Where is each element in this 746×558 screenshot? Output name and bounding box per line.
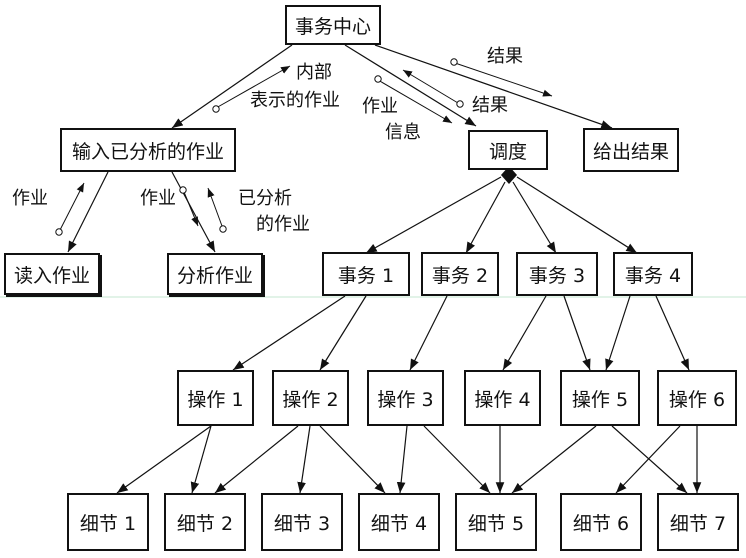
edge-txn2-op3 — [409, 295, 448, 371]
edge-op6-d6 — [615, 425, 681, 494]
node-transaction-3: 事务 3 — [516, 252, 598, 296]
node-output-result: 给出结果 — [583, 128, 679, 172]
label-analyzed-1: 已分析 — [238, 188, 292, 209]
label-job-info-1: 作业 — [362, 96, 398, 117]
node-detail-1: 细节 1 — [67, 493, 149, 551]
label-result-a: 结果 — [487, 46, 523, 67]
node-transaction-1: 事务 1 — [322, 252, 410, 296]
flow-internal-tail — [212, 105, 220, 113]
node-detail-2: 细节 2 — [164, 493, 246, 551]
edge-op2-d2 — [214, 425, 299, 494]
edge-center-input — [171, 44, 293, 129]
flow-result-b — [402, 69, 459, 104]
label-result-b: 结果 — [472, 95, 508, 116]
label-job-2: 作业 — [140, 188, 176, 209]
node-operation-1: 操作 1 — [177, 370, 254, 426]
node-analyze-job: 分析作业 — [167, 253, 263, 295]
node-detail-5: 细节 5 — [455, 493, 537, 551]
node-detail-7: 细节 7 — [657, 493, 739, 551]
node-operation-5: 操作 5 — [560, 370, 640, 426]
node-read-job: 读入作业 — [4, 253, 100, 295]
dispatch-diamond — [501, 166, 517, 184]
node-transaction-2: 事务 2 — [421, 252, 499, 296]
edge-input-analyze — [171, 171, 216, 253]
label-internal-1: 内部 — [296, 62, 332, 83]
label-job-info-2: 信息 — [385, 122, 421, 143]
node-transaction-4: 事务 4 — [613, 252, 693, 296]
label-analyzed-2: 的作业 — [256, 214, 310, 235]
node-operation-6: 操作 6 — [657, 370, 737, 426]
node-dispatch: 调度 — [468, 130, 548, 170]
edge-op3-d4 — [396, 425, 408, 494]
node-detail-6: 细节 6 — [560, 493, 642, 551]
flow-result-a — [454, 62, 553, 97]
edge-txn3-op5 — [563, 295, 591, 371]
edge-op1-d2 — [190, 425, 212, 494]
node-input-analyzed-job: 输入已分析的作业 — [60, 128, 236, 172]
edge-dispatch-txn4 — [516, 176, 638, 254]
node-detail-3: 细节 3 — [261, 493, 343, 551]
flow-internal — [215, 65, 291, 109]
flow-job-tail — [55, 228, 63, 236]
flow-result-a-tail — [450, 58, 458, 66]
edge-op5-d7 — [611, 425, 688, 494]
node-detail-4: 细节 4 — [358, 493, 440, 551]
edge-txn1-op1 — [232, 295, 346, 371]
edge-txn1-op2 — [319, 295, 367, 371]
edge-op5-d5 — [511, 425, 597, 494]
edge-txn3-op4 — [502, 295, 547, 371]
flow-job-info — [377, 79, 453, 124]
flow-result-b-tail — [456, 100, 464, 108]
edge-center-dispatch — [344, 44, 477, 127]
edge-center-output — [374, 44, 613, 129]
label-job: 作业 — [12, 188, 48, 209]
edge-txn4-op6 — [655, 295, 690, 371]
edge-op1-d1 — [116, 425, 212, 494]
flow-job — [59, 182, 85, 231]
flow-job2 — [183, 191, 199, 227]
edge-op3-d5 — [423, 425, 491, 494]
edge-input-read — [67, 171, 109, 253]
node-operation-2: 操作 2 — [272, 370, 349, 426]
flow-job2-tail — [179, 186, 187, 194]
label-internal-2: 表示的作业 — [250, 90, 340, 111]
node-transaction-center: 事务中心 — [285, 5, 381, 45]
edge-op2-d3 — [297, 425, 311, 494]
flow-analyzed — [207, 187, 223, 227]
edge-op2-d4 — [319, 425, 386, 494]
edge-dispatch-txn1 — [365, 176, 502, 254]
flow-analyzed-tail — [219, 225, 227, 233]
flow-job-info-tail — [374, 75, 382, 83]
edge-dispatch-txn3 — [512, 181, 557, 254]
node-operation-4: 操作 4 — [464, 370, 541, 426]
edge-dispatch-txn2 — [465, 181, 506, 254]
node-operation-3: 操作 3 — [367, 370, 444, 426]
edge-txn4-op5 — [605, 295, 631, 371]
